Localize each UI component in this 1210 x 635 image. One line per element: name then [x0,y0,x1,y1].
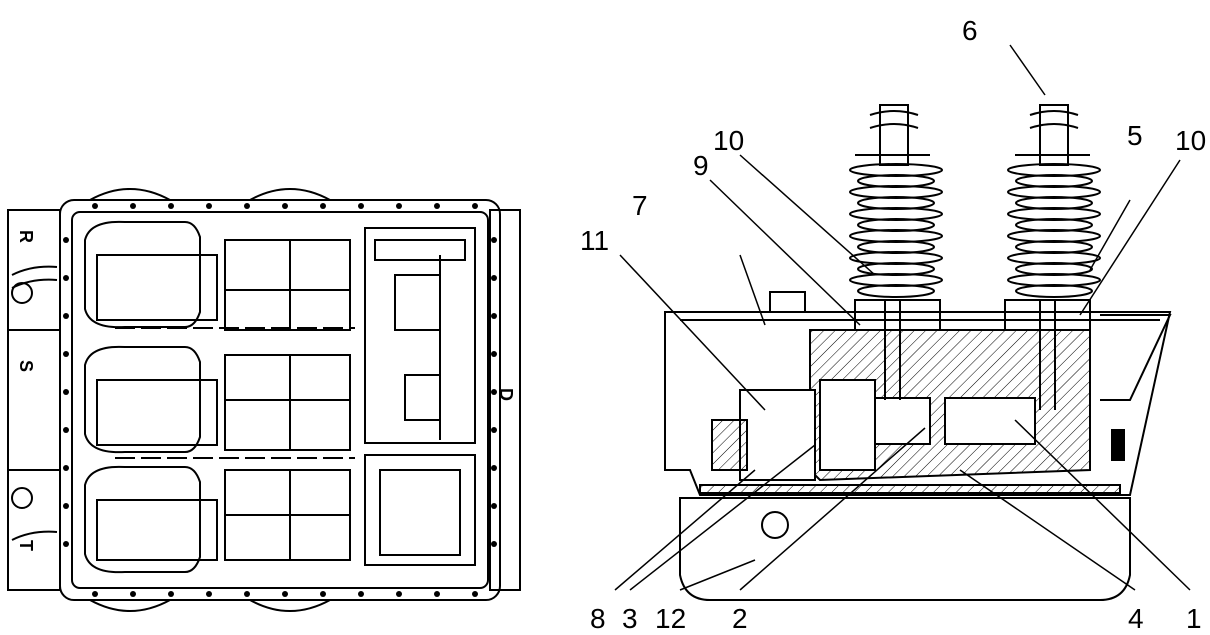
side-mark: D [496,388,516,401]
bolt [491,541,497,547]
insulator-shed [857,284,935,298]
actuator-block [739,389,816,481]
bolt [206,203,212,209]
phase-module-s [84,345,351,454]
callout-11: 11 [580,225,609,256]
bolt [358,591,364,597]
callout-4: 4 [1128,603,1144,634]
right-mounting-plate [489,209,521,591]
callout-12: 12 [655,603,686,634]
bolt [491,427,497,433]
top-view: R S T D [7,188,521,612]
bolt [491,237,497,243]
bolt [434,203,440,209]
tank-outline [59,199,501,601]
phase-module-r [84,220,351,331]
bolt [358,203,364,209]
bolt [206,591,212,597]
bolt [396,591,402,597]
bolt [130,591,136,597]
bolt [491,465,497,471]
flange-bolts [63,203,497,597]
bolt [63,427,69,433]
phase-label-r: R [16,230,36,243]
bolt [472,591,478,597]
bolt [168,203,174,209]
bolt [63,275,69,281]
top-box [769,291,806,313]
callout-10-left: 10 [713,125,744,156]
tank-base [679,497,1131,601]
bolt [320,203,326,209]
bolt [130,203,136,209]
phase-label-s: S [16,360,36,372]
bolt [168,591,174,597]
mechanism-block [819,379,876,471]
bushing-top-1 [89,188,171,201]
bolt [491,389,497,395]
side-view: 1 2 3 4 5 6 7 8 9 10 10 11 12 [580,15,1206,634]
bolt [434,591,440,597]
tank-body [664,311,1172,496]
bolt [63,313,69,319]
callout-9: 9 [693,150,709,181]
mounting-hole [11,282,33,304]
bolt [63,389,69,395]
bushing-left [849,104,943,400]
callout-1: 1 [1186,603,1202,634]
bolt [472,203,478,209]
bolt [244,203,250,209]
callout-2: 2 [732,603,748,634]
operating-mechanism [364,227,476,444]
vacuum-interrupter [944,397,1036,445]
bolt [92,591,98,597]
bolt [63,351,69,357]
callout-3: 3 [622,603,638,634]
bolt [491,503,497,509]
bolt [63,237,69,243]
bolt [63,541,69,547]
control-box [364,454,476,566]
bushing-right [1004,104,1101,410]
bolt [396,203,402,209]
bolt [320,591,326,597]
callout-5: 5 [1127,120,1143,151]
callout-8: 8 [590,603,606,634]
phase-label-t: T [16,540,36,551]
bolt [491,275,497,281]
bushing-bottom-1 [89,599,171,612]
drain-port [761,511,789,539]
bolt [92,203,98,209]
bolt [491,351,497,357]
bolt [244,591,250,597]
mounting-hole [11,487,33,509]
bolt [491,313,497,319]
bushing-bottom-2 [249,599,331,612]
tank-flange [71,211,489,589]
contact-housing [874,397,931,445]
callout-6: 6 [962,15,978,46]
leader-lines [614,44,1191,591]
bushing-top-2 [249,188,331,201]
callout-10-right: 10 [1175,125,1206,156]
bolt [282,203,288,209]
callout-7: 7 [632,190,648,221]
insulator-shed [1015,284,1093,298]
bolt [282,591,288,597]
phase-module-t [84,465,351,574]
bolt [63,465,69,471]
bolt [63,503,69,509]
